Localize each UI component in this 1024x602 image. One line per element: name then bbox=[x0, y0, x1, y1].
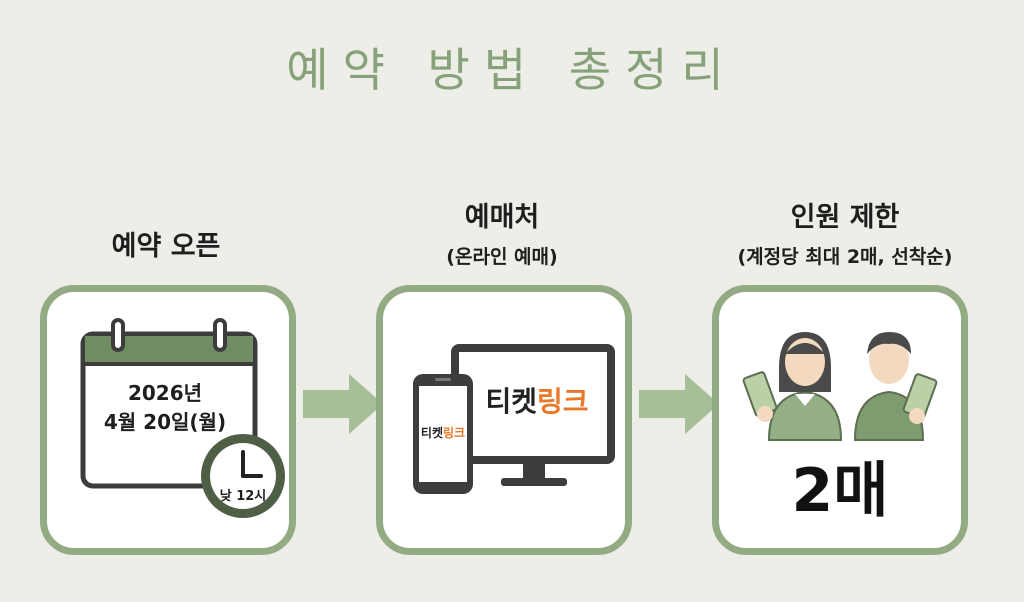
reservation-open-card: 2026년 4월 20일(월) 낮 12시 bbox=[40, 285, 296, 555]
phone-brand-part2: 링크 bbox=[443, 425, 465, 440]
phone-brand-part1: 티켓 bbox=[421, 425, 443, 440]
monitor-brand-part2: 링크 bbox=[537, 385, 589, 418]
devices-illustration: 티켓링크 티켓링크 bbox=[413, 344, 615, 494]
calendar-date: 4월 20일(월) bbox=[104, 410, 226, 434]
calendar-clock-illustration: 2026년 4월 20일(월) 낮 12시 bbox=[80, 318, 285, 518]
ticket-vendor-sublabel: (온라인 예매) bbox=[446, 246, 558, 268]
page-title: 예약 방법 총정리 bbox=[286, 43, 738, 97]
calendar-icon bbox=[80, 318, 258, 489]
people-illustration bbox=[742, 332, 938, 441]
phone-brand-logo: 티켓링크 bbox=[421, 425, 465, 440]
limit-label: 인원 제한 bbox=[790, 202, 900, 233]
calendar-year: 2026년 bbox=[128, 381, 202, 405]
clock-time: 낮 12시 bbox=[220, 488, 267, 504]
limit-heading: 인원 제한 (계정당 최대 2매, 선착순) bbox=[690, 195, 1000, 269]
monitor-icon bbox=[451, 344, 615, 486]
limit-sublabel: (계정당 최대 2매, 선착순) bbox=[737, 246, 953, 268]
ticket-vendor-card: 티켓링크 티켓링크 bbox=[376, 285, 632, 555]
reservation-open-heading: 예약 오픈 bbox=[38, 224, 294, 263]
woman-with-ticket-icon bbox=[742, 332, 843, 441]
monitor-brand-logo: 티켓링크 bbox=[485, 385, 588, 418]
smartphone-icon bbox=[413, 374, 473, 494]
ticket-vendor-heading: 예매처 (온라인 예매) bbox=[372, 195, 632, 269]
ticket-count: 2매 bbox=[791, 456, 889, 526]
ticket-limit-card: 2매 bbox=[712, 285, 968, 555]
man-with-ticket-icon bbox=[853, 332, 938, 441]
arrow-right-icon bbox=[303, 374, 383, 434]
reservation-open-label: 예약 오픈 bbox=[111, 231, 221, 262]
arrow-right-icon bbox=[639, 374, 719, 434]
clock-icon bbox=[201, 434, 285, 518]
ticket-vendor-label: 예매처 bbox=[464, 202, 540, 233]
monitor-brand-part1: 티켓 bbox=[485, 385, 537, 418]
